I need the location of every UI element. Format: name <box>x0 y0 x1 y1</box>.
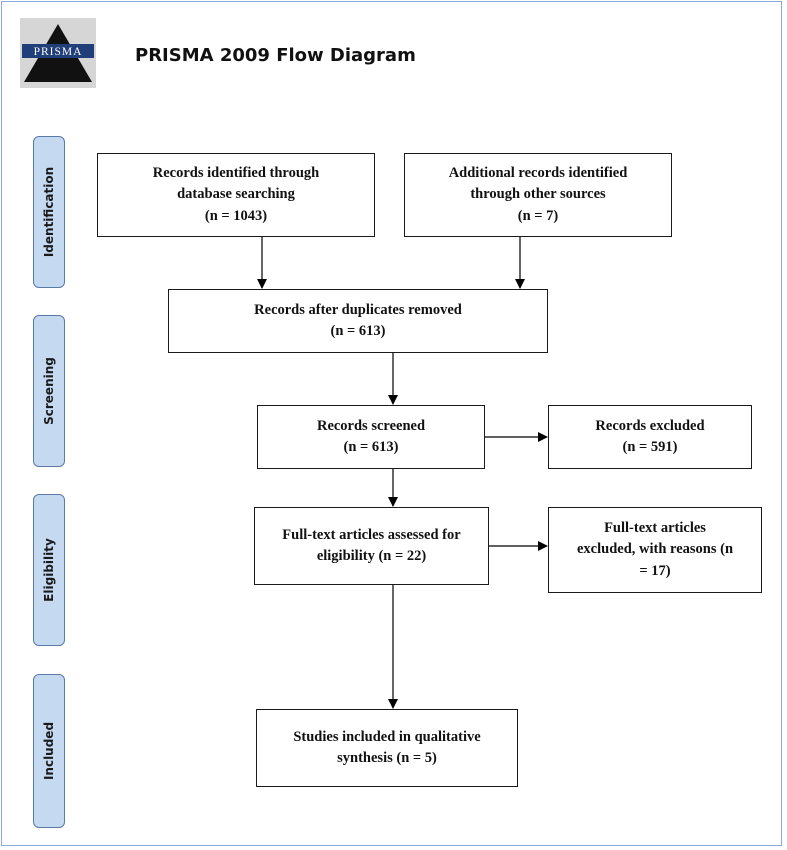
node-duplicates-removed: Records after duplicates removed (n = 61… <box>168 289 548 353</box>
node-fulltext-assessed: Full-text articles assessed for eligibil… <box>254 507 489 585</box>
node-line: Studies included in qualitative <box>293 728 481 745</box>
node-line: (n = 613) <box>330 323 386 339</box>
node-line: excluded, with reasons (n <box>576 541 734 558</box>
phase-included: Included <box>33 674 65 828</box>
phase-identification: Identification <box>33 136 65 288</box>
node-line: Full-text articles <box>604 520 706 537</box>
node-line: Records excluded <box>595 417 705 434</box>
node-studies-included: Studies included in qualitative synthesi… <box>256 709 518 787</box>
node-line: through other sources <box>470 186 606 203</box>
node-line: (n = 591) <box>622 439 678 455</box>
phase-screening: Screening <box>33 315 65 467</box>
node-line: Additional records identified <box>448 165 628 182</box>
phase-eligibility: Eligibility <box>33 494 65 646</box>
phase-screening-label: Screening <box>42 357 56 425</box>
node-line: database searching <box>177 186 295 203</box>
prisma-logo-graphic: PRISMA <box>20 18 96 88</box>
phase-identification-label: Identification <box>42 166 57 258</box>
node-line: Records identified through <box>152 165 320 182</box>
node-database-records: Records identified through database sear… <box>97 153 375 237</box>
node-other-sources: Additional records identified through ot… <box>404 153 672 237</box>
node-records-screened: Records screened (n = 613) <box>257 405 485 469</box>
phase-eligibility-label: Eligibility <box>42 538 56 602</box>
node-records-excluded: Records excluded (n = 591) <box>548 405 752 469</box>
node-line: (n = 613) <box>343 439 399 455</box>
node-line: synthesis (n = 5) <box>337 750 437 766</box>
node-line: = 17) <box>639 562 671 579</box>
prisma-logo-text: PRISMA <box>34 46 83 58</box>
node-line: eligibility (n = 22) <box>316 548 427 564</box>
node-line: Records screened <box>316 417 426 434</box>
node-line: (n = 7) <box>517 207 559 224</box>
page-title: PRISMA 2009 Flow Diagram <box>135 45 416 66</box>
phase-included-label: Included <box>42 721 57 781</box>
node-line: Records after duplicates removed <box>254 301 462 318</box>
prisma-logo: PRISMA <box>20 18 96 88</box>
node-line: Full-text articles assessed for <box>282 526 461 543</box>
node-line: (n = 1043) <box>204 207 268 224</box>
node-fulltext-excluded: Full-text articles excluded, with reason… <box>548 507 762 593</box>
